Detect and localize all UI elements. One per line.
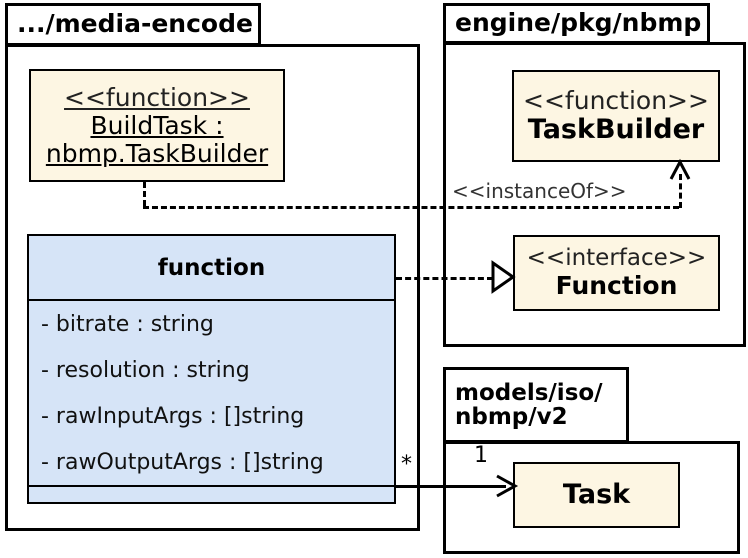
connector-multiplicity-source: * — [401, 452, 412, 477]
connector-instance-of-riser — [679, 174, 682, 208]
connector-realization-arrowhead — [491, 260, 516, 294]
class-operations-compartment — [29, 488, 394, 501]
class-stereotype-build-task: <<function>> — [64, 82, 250, 112]
class-attribute-row: - rawInputArgs : []string — [41, 403, 305, 429]
connector-association-line — [396, 485, 506, 488]
class-name-function-interface: Function — [555, 270, 678, 300]
class-box-function[interactable]: function - bitrate : string - resolution… — [27, 234, 396, 504]
class-name-build-task-line1: BuildTask : — [90, 110, 224, 140]
connector-label-instance-of: <<instanceOf>> — [452, 179, 627, 203]
class-name-build-task-line2: nbmp.TaskBuilder — [45, 138, 269, 168]
class-box-task[interactable]: Task — [513, 462, 680, 528]
class-stereotype-task-builder: <<function>> — [523, 85, 709, 115]
class-box-task-builder-content: <<function>> TaskBuilder — [514, 72, 718, 160]
class-attribute-row: - resolution : string — [41, 358, 250, 384]
connector-realization-line — [396, 277, 493, 280]
class-box-build-task-content: <<function>> BuildTask : nbmp.TaskBuilde… — [31, 71, 283, 180]
class-box-function-interface[interactable]: <<interface>> Function — [513, 235, 720, 311]
package-tab-media-encode: .../media-encode — [5, 3, 261, 46]
connector-instance-of-stub — [143, 182, 146, 206]
class-attribute-list: - bitrate : string - resolution : string… — [29, 302, 394, 485]
class-box-task-builder[interactable]: <<function>> TaskBuilder — [512, 70, 720, 162]
class-name-function: function — [157, 254, 266, 281]
class-box-function-interface-content: <<interface>> Function — [515, 237, 718, 309]
package-tab-models-iso-nbmp-v2: models/iso/ nbmp/v2 — [443, 367, 629, 443]
class-compartment-divider-attributes — [29, 299, 394, 301]
class-name-task-builder: TaskBuilder — [527, 113, 705, 145]
package-label-media-encode: .../media-encode — [17, 9, 253, 39]
class-attribute-row: - bitrate : string — [41, 312, 214, 338]
connector-multiplicity-target: 1 — [474, 443, 488, 468]
class-attribute-row: - rawOutputArgs : []string — [41, 449, 324, 475]
package-tab-engine-pkg-nbmp: engine/pkg/nbmp — [443, 3, 710, 44]
connector-association-arrowhead — [496, 474, 519, 498]
class-box-task-content: Task — [515, 464, 678, 526]
class-box-build-task[interactable]: <<function>> BuildTask : nbmp.TaskBuilde… — [29, 69, 285, 182]
package-label-engine-pkg-nbmp: engine/pkg/nbmp — [455, 8, 702, 38]
class-stereotype-function-interface: <<interface>> — [526, 245, 707, 272]
connector-instance-of-horizontal — [143, 206, 679, 209]
class-compartment-divider-operations — [29, 485, 394, 487]
class-name-task: Task — [562, 478, 631, 510]
package-label-models-iso-nbmp-v2: models/iso/ nbmp/v2 — [455, 379, 603, 430]
connector-instance-of-arrowhead — [669, 158, 691, 180]
